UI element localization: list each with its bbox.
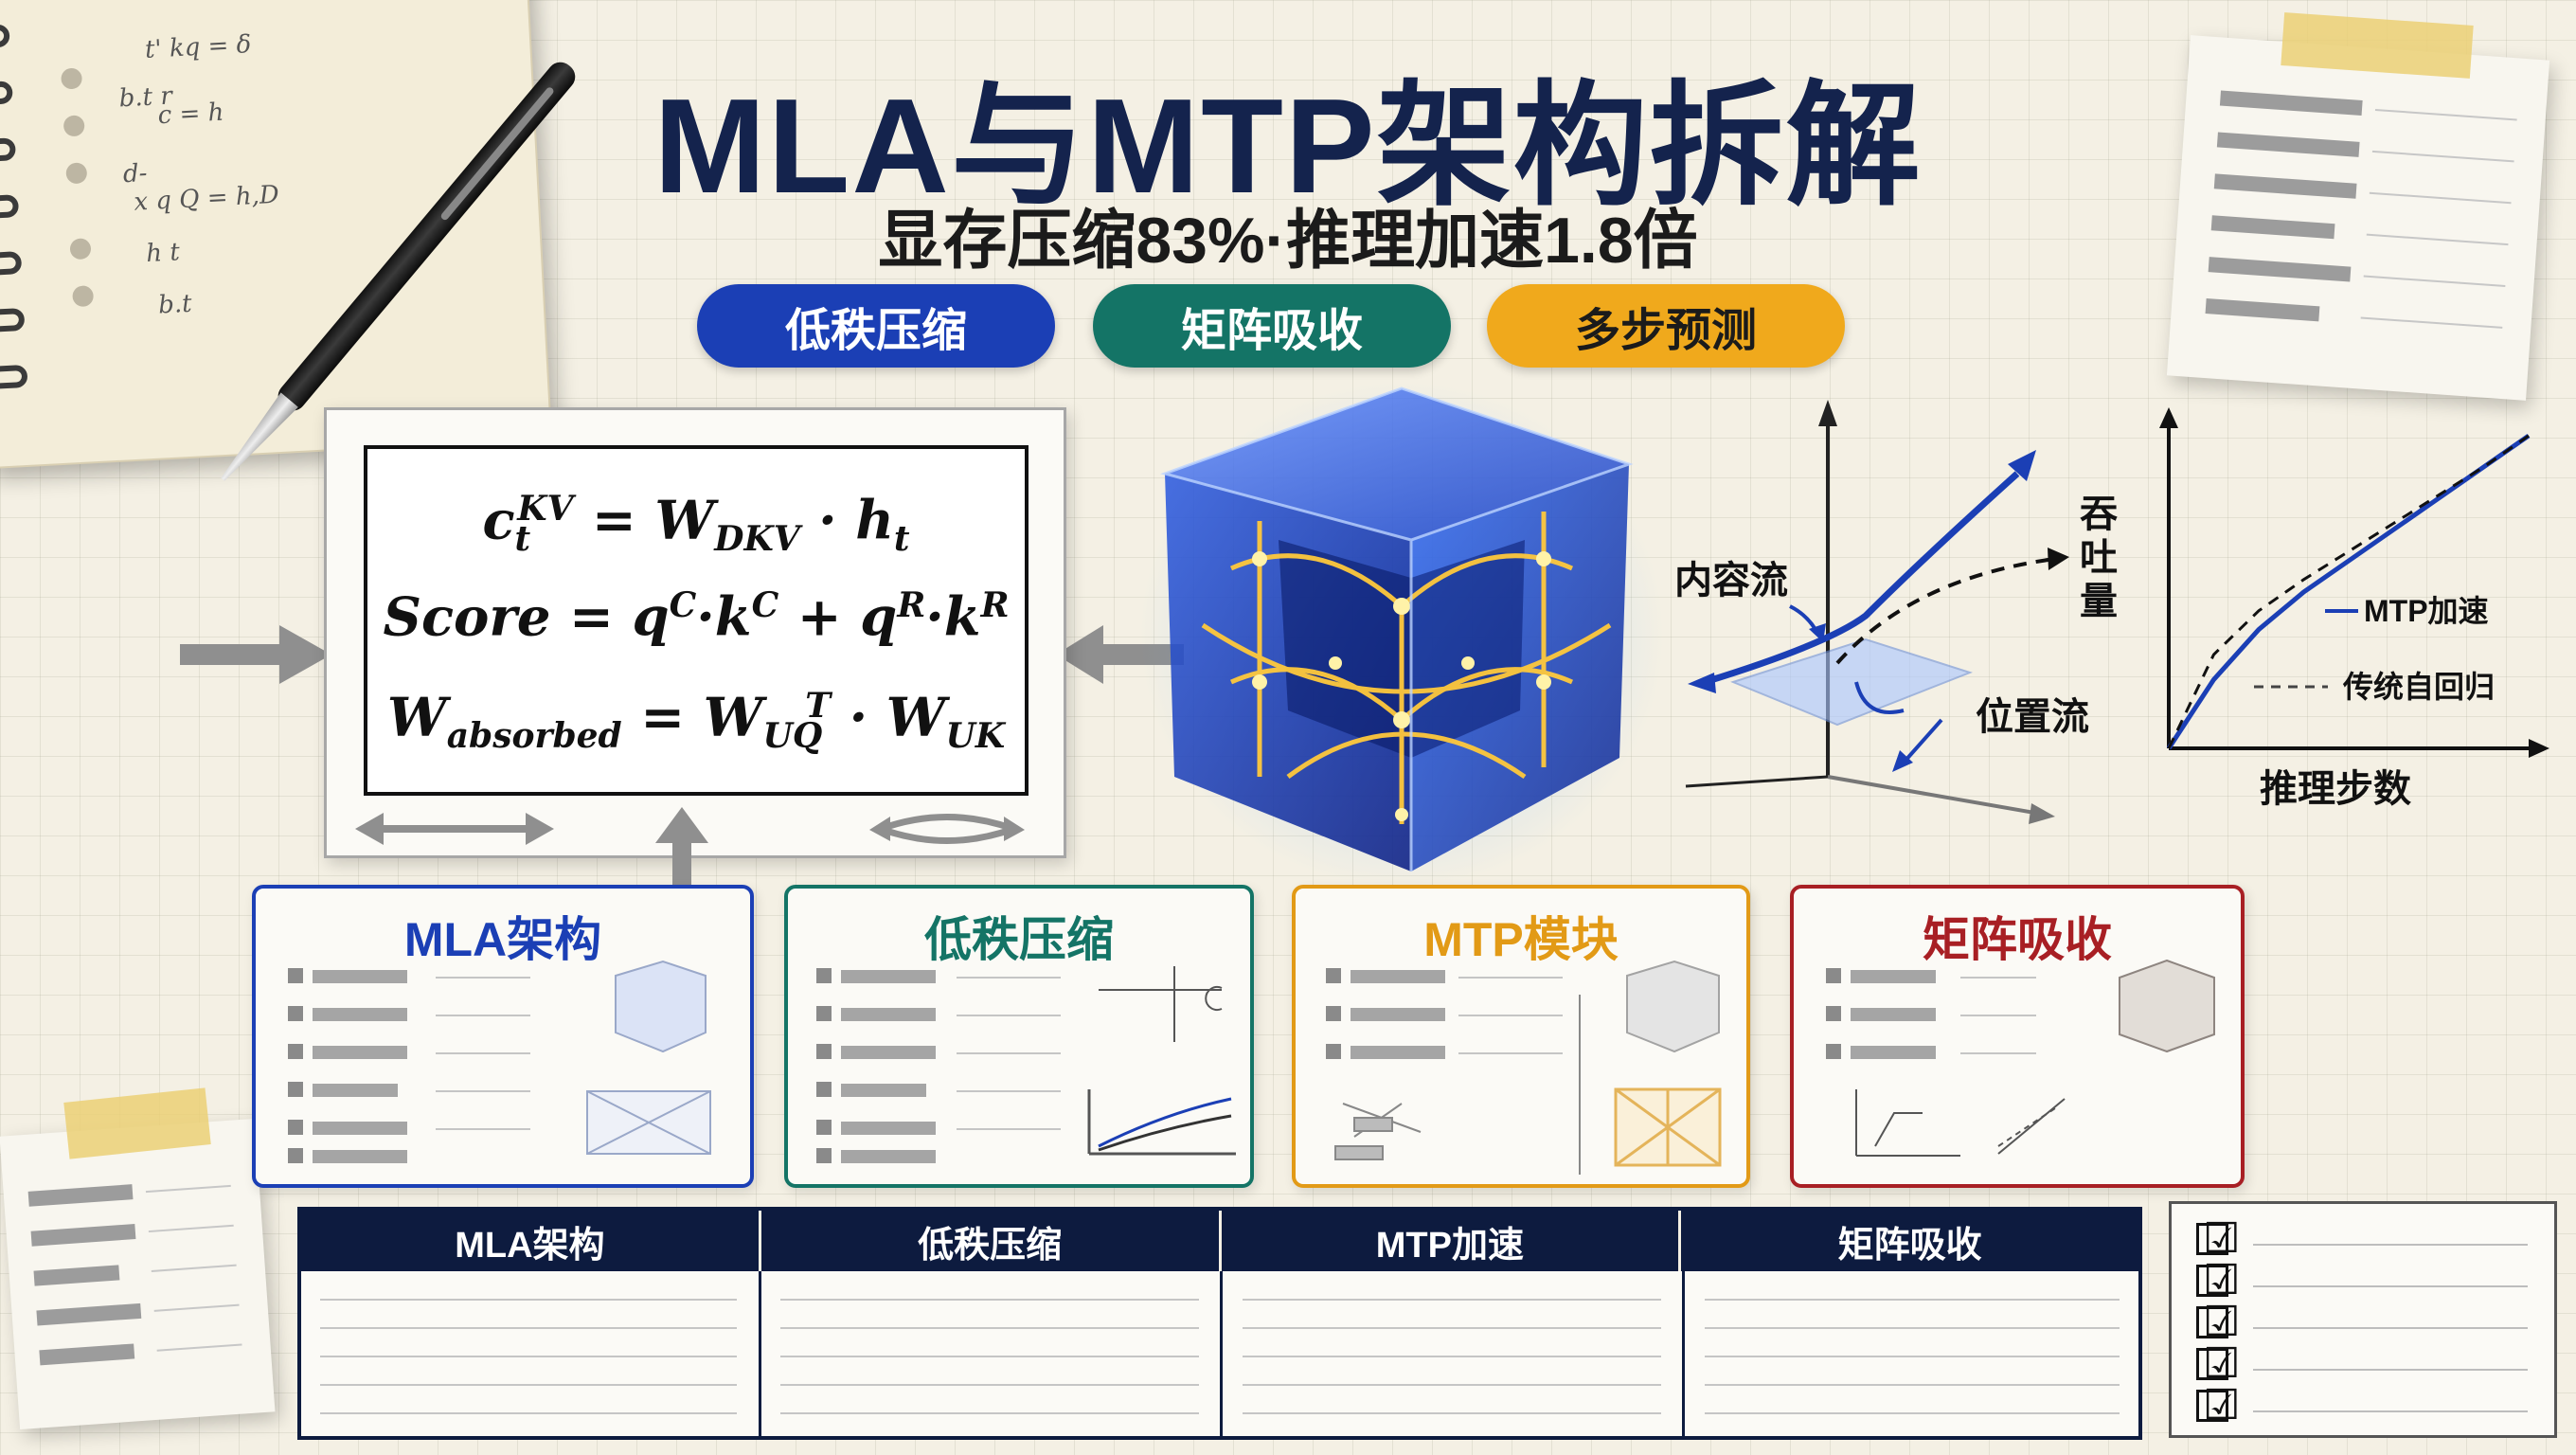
- speedup-line-chart: MTP加速 传统自回归: [2159, 407, 2549, 758]
- tag-multi-step: 多步预测: [1487, 284, 1845, 368]
- checklist-item[interactable]: ☑: [2196, 1256, 2537, 1304]
- formula-score: Score = qC·kC + qR·kR: [383, 585, 1010, 649]
- checklist: ☑ ☑ ☑ ☑ ☑: [2169, 1201, 2557, 1438]
- page-subtitle: 显存压缩83%·推理加速1.8倍: [878, 205, 1698, 277]
- checklist-item[interactable]: ☑: [2196, 1381, 2537, 1429]
- checkbox[interactable]: ☑: [2196, 1298, 2240, 1346]
- notebook-line: b.t: [157, 289, 193, 320]
- card-low-rank: 低秩压缩: [784, 885, 1254, 1188]
- double-arrow-icon: [355, 813, 554, 845]
- checklist-item[interactable]: ☑: [2196, 1214, 2537, 1263]
- checkbox[interactable]: ☑: [2196, 1214, 2240, 1263]
- arrow-up-icon: [655, 807, 708, 900]
- checkbox[interactable]: ☑: [2196, 1256, 2240, 1304]
- card-title: MLA架构: [403, 913, 602, 966]
- throughput-label: 吞吐量: [2080, 494, 2118, 622]
- card-title: 矩阵吸收: [1923, 913, 2112, 966]
- check-icon: ☑: [2203, 1339, 2241, 1388]
- ring-icon: [0, 364, 28, 390]
- check-icon: ☑: [2203, 1214, 2241, 1263]
- formula-absorbed: Wabsorbed = WUQT · WUK: [386, 686, 1006, 756]
- cube-icon: [1159, 386, 1634, 871]
- check-icon: ☑: [2203, 1298, 2241, 1346]
- arrow-right-icon: [180, 625, 331, 684]
- comparison-table: MLA架构 低秩压缩 MTP加速 矩阵吸收: [297, 1207, 2142, 1440]
- position-flow-label: 位置流: [1976, 696, 2089, 738]
- card-matrix-absorb: 矩阵吸收: [1790, 885, 2245, 1188]
- check-icon: ☑: [2203, 1381, 2241, 1429]
- table-header-cell: MLA架构: [301, 1211, 761, 1271]
- card-title: 低秩压缩: [924, 913, 1114, 966]
- x-axis-label: 推理步数: [2260, 768, 2411, 810]
- card-mla: MLA架构: [252, 885, 754, 1188]
- stream-diagram: [1685, 400, 2069, 824]
- series-line-1: [2167, 434, 2530, 749]
- checklist-item[interactable]: ☑: [2196, 1298, 2537, 1346]
- formula-latent-kv: ctKV = WDKV · ht: [482, 489, 910, 559]
- checklist-item[interactable]: ☑: [2196, 1339, 2537, 1388]
- formula-box: ctKV = WDKV · ht Score = qC·kC + qR·kR W…: [364, 445, 1029, 796]
- table-header-cell: 低秩压缩: [761, 1211, 1222, 1271]
- legend-mtp-label: MTP加速: [2364, 594, 2489, 628]
- table-header-cell: MTP加速: [1222, 1211, 1682, 1271]
- content-flow-label: 内容流: [1674, 560, 1788, 602]
- checkbox[interactable]: ☑: [2196, 1381, 2240, 1429]
- table-header-cell: 矩阵吸收: [1837, 1225, 1982, 1266]
- tag-low-rank: 低秩压缩: [697, 284, 1055, 368]
- legend-ar-label: 传统自回归: [2342, 670, 2495, 704]
- checkbox[interactable]: ☑: [2196, 1339, 2240, 1388]
- swap-arrow-icon: [869, 814, 1025, 844]
- table-header: MLA架构 低秩压缩 MTP加速 矩阵吸收: [301, 1211, 2138, 1271]
- series-line-0: [2166, 433, 2531, 750]
- page-title: MLA与MTP架构拆解: [653, 71, 1923, 222]
- check-icon: ☑: [2203, 1256, 2241, 1304]
- table-rows: [320, 1299, 2120, 1414]
- tag-matrix-absorb: 矩阵吸收: [1093, 284, 1451, 368]
- card-title: MTP模块: [1423, 913, 1619, 966]
- card-mtp: MTP模块: [1292, 885, 1750, 1188]
- sticky-paper: [0, 1118, 276, 1430]
- ring-icon: [0, 307, 26, 333]
